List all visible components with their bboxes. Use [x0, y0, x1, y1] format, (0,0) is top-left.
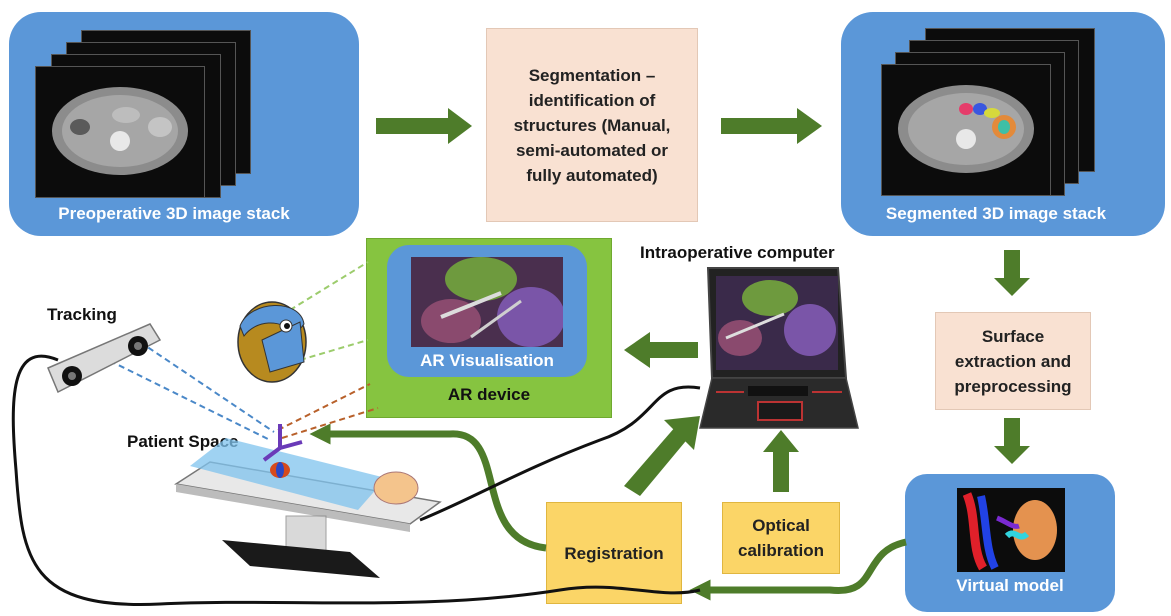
patient-coordinate-axes — [262, 424, 303, 478]
arrow-computer-to-ar — [624, 332, 698, 368]
tracking-camera — [47, 323, 162, 394]
virtual-model-image — [957, 488, 1065, 572]
optical-calibration-label: Optical calibration — [738, 516, 824, 560]
arrow-surface-to-virtual — [994, 418, 1030, 464]
tracking-label: Tracking — [47, 305, 117, 324]
arrow-registration-to-computer — [624, 416, 700, 496]
ct-slice-front — [35, 66, 205, 198]
arrow-segmentation-to-segmented — [721, 108, 822, 144]
arrow-preop-to-segmentation — [376, 108, 472, 144]
arrow-segmented-to-surface — [994, 250, 1030, 296]
ar-view-ray-2 — [299, 339, 369, 361]
patient-space-label: Patient Space — [127, 432, 239, 451]
tracking-ray-2 — [139, 341, 275, 433]
arrow-calibration-to-computer — [763, 430, 799, 492]
segmentation-box: Segmentation – identification of structu… — [486, 28, 698, 222]
arrow-registration-to-patient — [309, 423, 547, 552]
ct-scan-image — [52, 87, 188, 175]
ar-user-head — [237, 301, 307, 383]
laptop — [699, 267, 859, 429]
seg-slice-front — [881, 64, 1051, 196]
virtual-model-label: Virtual model — [956, 576, 1064, 595]
ar-device-box: AR Visualisation AR device — [366, 238, 612, 418]
preop-stack-label: Preoperative 3D image stack — [58, 204, 290, 223]
ar-visualisation-label: AR Visualisation — [420, 351, 554, 370]
preop-stack-box: Preoperative 3D image stack — [9, 12, 359, 236]
operating-table — [173, 438, 442, 578]
tracking-ray-1 — [91, 351, 271, 441]
ar-view-ray-1 — [289, 261, 369, 311]
ar-visualisation-panel: AR Visualisation — [387, 245, 587, 377]
surface-extraction-box: Surface extraction and preprocessing — [935, 312, 1091, 410]
ar-patient-ray-1 — [277, 383, 371, 431]
segmented-stack-box: Segmented 3D image stack — [841, 12, 1165, 236]
registration-label: Registration — [564, 543, 664, 563]
surface-extraction-label: Surface extraction and preprocessing — [954, 326, 1072, 396]
ar-visualisation-image — [411, 257, 563, 347]
ar-patient-ray-2 — [281, 407, 379, 439]
ar-overlay-scene — [411, 257, 563, 347]
intraop-computer-label: Intraoperative computer — [640, 243, 835, 262]
segmented-ct-image — [898, 85, 1034, 173]
segmentation-label: Segmentation – identification of structu… — [513, 65, 671, 185]
segmented-stack-label: Segmented 3D image stack — [885, 204, 1107, 223]
virtual-model-box: Virtual model — [905, 474, 1115, 612]
computer-cable — [419, 385, 701, 522]
kidney-model-graphic — [962, 492, 1057, 571]
arrow-virtual-to-registration — [689, 538, 907, 601]
ar-device-label: AR device — [447, 385, 531, 404]
tracking-cable — [11, 354, 701, 606]
optical-calibration-box: Optical calibration — [722, 502, 840, 574]
